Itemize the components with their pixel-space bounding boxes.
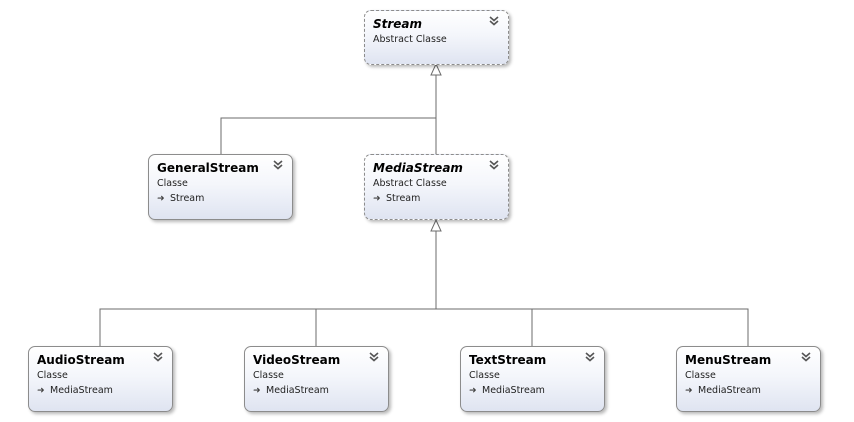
class-node-stream[interactable]: Stream Abstract Classe	[364, 10, 509, 65]
inheritance-arrowhead-stream	[430, 62, 442, 76]
base-class-row: ➜ MediaStream	[37, 383, 164, 399]
base-class-name: Stream	[170, 193, 205, 204]
base-class-name: MediaStream	[50, 385, 113, 396]
connector-general-to-stream	[220, 75, 437, 155]
class-kind: Classe	[253, 370, 284, 381]
double-chevron-down-icon[interactable]	[152, 351, 164, 363]
inheritance-arrow-icon: ➜	[253, 386, 261, 396]
base-class-row: ➜ MediaStream	[469, 383, 596, 399]
base-class-row: ➜ MediaStream	[685, 383, 812, 399]
class-node-mediastream[interactable]: MediaStream Abstract Classe ➜ Stream	[364, 154, 509, 220]
class-name: MediaStream	[373, 161, 463, 175]
double-chevron-down-icon[interactable]	[368, 351, 380, 363]
base-class-name: MediaStream	[698, 385, 761, 396]
class-node-textstream[interactable]: TextStream Classe ➜ MediaStream	[460, 346, 605, 412]
inheritance-arrow-icon: ➜	[373, 194, 381, 204]
base-class-row: ➜ Stream	[373, 191, 500, 207]
base-class-row: ➜ MediaStream	[253, 383, 380, 399]
class-name: GeneralStream	[157, 161, 259, 175]
class-node-audiostream[interactable]: AudioStream Classe ➜ MediaStream	[28, 346, 173, 412]
class-node-menustream[interactable]: MenuStream Classe ➜ MediaStream	[676, 346, 821, 412]
double-chevron-down-icon[interactable]	[584, 351, 596, 363]
base-class-name: MediaStream	[266, 385, 329, 396]
connector-audio-to-media	[99, 308, 436, 346]
inheritance-arrow-icon: ➜	[685, 386, 693, 396]
class-kind: Classe	[685, 370, 716, 381]
inheritance-arrow-icon: ➜	[469, 386, 477, 396]
base-class-row: ➜ Stream	[157, 191, 284, 207]
class-node-videostream[interactable]: VideoStream Classe ➜ MediaStream	[244, 346, 389, 412]
class-name: TextStream	[469, 353, 547, 367]
class-name: VideoStream	[253, 353, 341, 367]
class-name: Stream	[373, 17, 423, 31]
double-chevron-down-icon[interactable]	[488, 15, 500, 27]
class-kind: Abstract Classe	[373, 34, 447, 45]
class-name: AudioStream	[37, 353, 125, 367]
class-kind: Classe	[157, 178, 188, 189]
double-chevron-down-icon[interactable]	[488, 159, 500, 171]
inheritance-arrow-icon: ➜	[37, 386, 45, 396]
double-chevron-down-icon[interactable]	[272, 159, 284, 171]
class-node-generalstream[interactable]: GeneralStream Classe ➜ Stream	[148, 154, 293, 220]
base-class-name: Stream	[386, 193, 421, 204]
connector-menu-to-media	[435, 231, 749, 346]
class-name: MenuStream	[685, 353, 772, 367]
class-kind: Classe	[469, 370, 500, 381]
class-kind: Classe	[37, 370, 68, 381]
inheritance-arrowhead-mediastream	[430, 218, 442, 232]
base-class-name: MediaStream	[482, 385, 545, 396]
inheritance-arrow-icon: ➜	[157, 194, 165, 204]
double-chevron-down-icon[interactable]	[800, 351, 812, 363]
class-kind: Abstract Classe	[373, 178, 447, 189]
